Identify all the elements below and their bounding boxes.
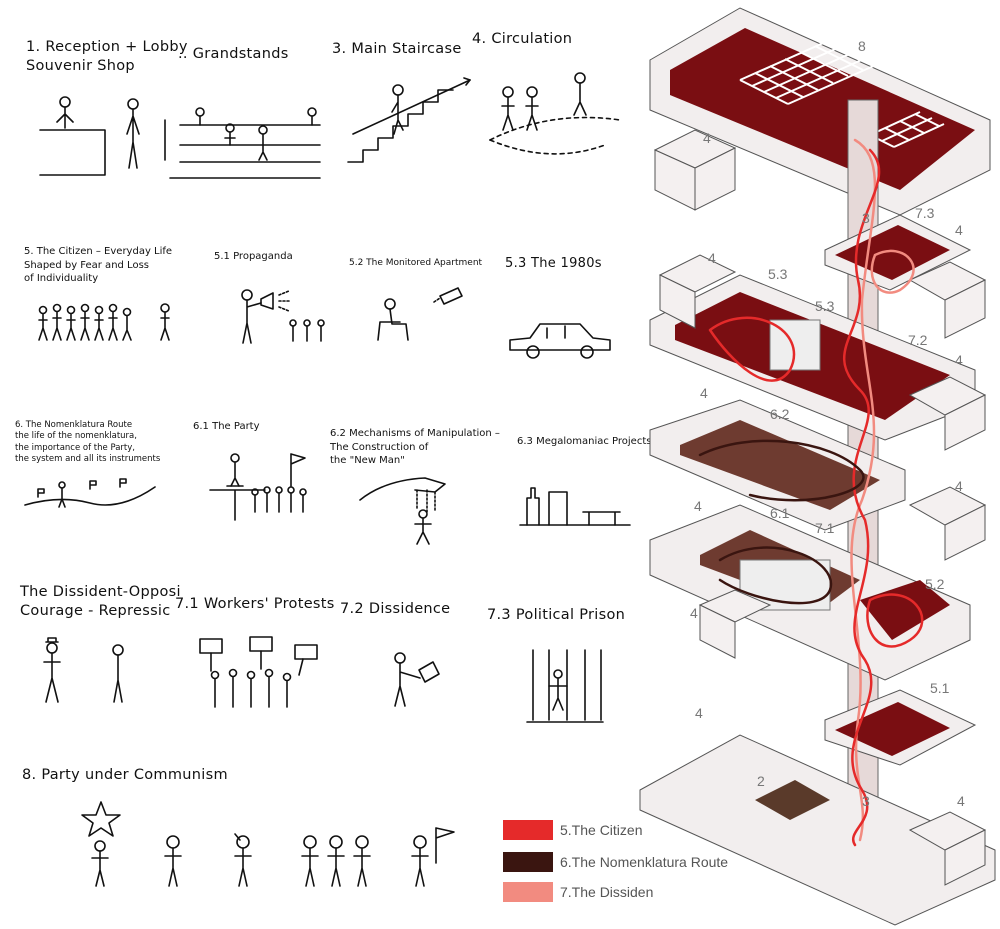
tower-label: 4 bbox=[700, 385, 708, 401]
grandstands-sketch bbox=[164, 107, 321, 179]
tower-label: 7.2 bbox=[908, 332, 928, 348]
label-the-party: 6.1 The Party bbox=[193, 421, 260, 432]
citizens-crowd-sketch bbox=[38, 303, 170, 341]
floor-6-2 bbox=[649, 399, 906, 531]
tower-label: 5.1 bbox=[930, 680, 950, 696]
tower-label: 4 bbox=[708, 250, 716, 266]
label-propaganda: 5.1 Propaganda bbox=[214, 251, 293, 262]
label-dissident-opposition: The Dissident-Opposi Courage - Repressic bbox=[20, 584, 181, 619]
floor-6-1 bbox=[649, 504, 971, 681]
tower-label: 5.2 bbox=[925, 576, 945, 592]
tower-label: 5.3 bbox=[815, 298, 835, 314]
megalomaniac-projects-sketch bbox=[519, 487, 631, 526]
circulation-units bbox=[653, 129, 987, 886]
tower-label: 5.3 bbox=[768, 266, 788, 282]
ground-floor bbox=[639, 734, 996, 926]
tower-label: 2 bbox=[757, 773, 765, 789]
exploded-axonometric-tower bbox=[639, 7, 996, 926]
label-party-under-communism: 8. Party under Communism bbox=[22, 767, 228, 783]
car-sketch bbox=[509, 323, 611, 359]
dissidence-sketch bbox=[394, 652, 440, 707]
label-reception-lobby: 1. Reception + Lobby Souvenir Shop bbox=[26, 39, 188, 74]
label-dissidence: 7.2 Dissidence bbox=[340, 601, 451, 617]
monitored-apartment-sketch bbox=[377, 287, 463, 341]
tower-label: 4 bbox=[695, 705, 703, 721]
route-lines bbox=[698, 138, 924, 847]
legend-swatch-citizen bbox=[503, 820, 553, 840]
staircase-sketch bbox=[347, 77, 471, 163]
dissident-figures-sketch bbox=[43, 637, 124, 703]
legend-swatch-dissident bbox=[503, 882, 553, 902]
political-prison-sketch bbox=[526, 649, 604, 723]
tower-label: 3 bbox=[862, 210, 870, 226]
tower-label: 6.1 bbox=[770, 505, 790, 521]
label-mechanisms-manipulation: 6.2 Mechanisms of Manipulation – The Con… bbox=[330, 428, 500, 466]
party-sketch bbox=[209, 453, 307, 521]
label-grandstands: .. Grandstands bbox=[178, 46, 289, 62]
workers-protests-sketch bbox=[199, 636, 318, 708]
legend-label-nomenklatura: 6.The Nomenklatura Route bbox=[560, 854, 729, 870]
label-nomenklatura-route: 6. The Nomenklatura Route the life of th… bbox=[15, 420, 161, 465]
propaganda-sketch bbox=[241, 289, 325, 344]
label-the-citizen: 5. The Citizen – Everyday Life Shaped by… bbox=[24, 246, 173, 284]
tower-label: 6.2 bbox=[770, 406, 790, 422]
tower-label: 4 bbox=[703, 130, 711, 146]
party-under-communism-sketch bbox=[81, 801, 455, 887]
tower-label: 4 bbox=[694, 498, 702, 514]
tower-label: 4 bbox=[955, 352, 963, 368]
nomenklatura-route-sketch bbox=[24, 478, 156, 508]
label-circulation: 4. Circulation bbox=[472, 31, 573, 47]
tower-label: 4 bbox=[957, 793, 965, 809]
manipulation-puppet-sketch bbox=[359, 477, 446, 545]
label-main-staircase: 3. Main Staircase bbox=[332, 41, 462, 57]
legend-swatch-nomenklatura bbox=[503, 852, 553, 872]
tower-label: 3 bbox=[862, 793, 870, 809]
reception-desk-sketch bbox=[39, 96, 140, 176]
tower-label: 4 bbox=[955, 478, 963, 494]
tower-label: 7.3 bbox=[915, 205, 935, 221]
label-monitored-apartment: 5.2 The Monitored Apartment bbox=[349, 258, 483, 268]
tower-label: 7.1 bbox=[815, 520, 835, 536]
legend-label-citizen: 5.The Citizen bbox=[560, 822, 643, 838]
tower-label: 4 bbox=[955, 222, 963, 238]
tower-label: 4 bbox=[690, 605, 698, 621]
label-political-prison: 7.3 Political Prison bbox=[487, 607, 626, 623]
label-megalomaniac-projects: 6.3 Megalomaniac Projects bbox=[517, 436, 652, 447]
legend-label-dissident: 7.The Dissiden bbox=[560, 884, 654, 900]
floor-5-1 bbox=[824, 689, 977, 766]
floor-8 bbox=[649, 7, 991, 216]
label-the-1980s: 5.3 The 1980s bbox=[505, 256, 602, 271]
tower-label: 8 bbox=[858, 38, 866, 54]
circulation-sketch bbox=[489, 72, 621, 155]
label-workers-protests: 7.1 Workers' Protests bbox=[175, 596, 335, 612]
